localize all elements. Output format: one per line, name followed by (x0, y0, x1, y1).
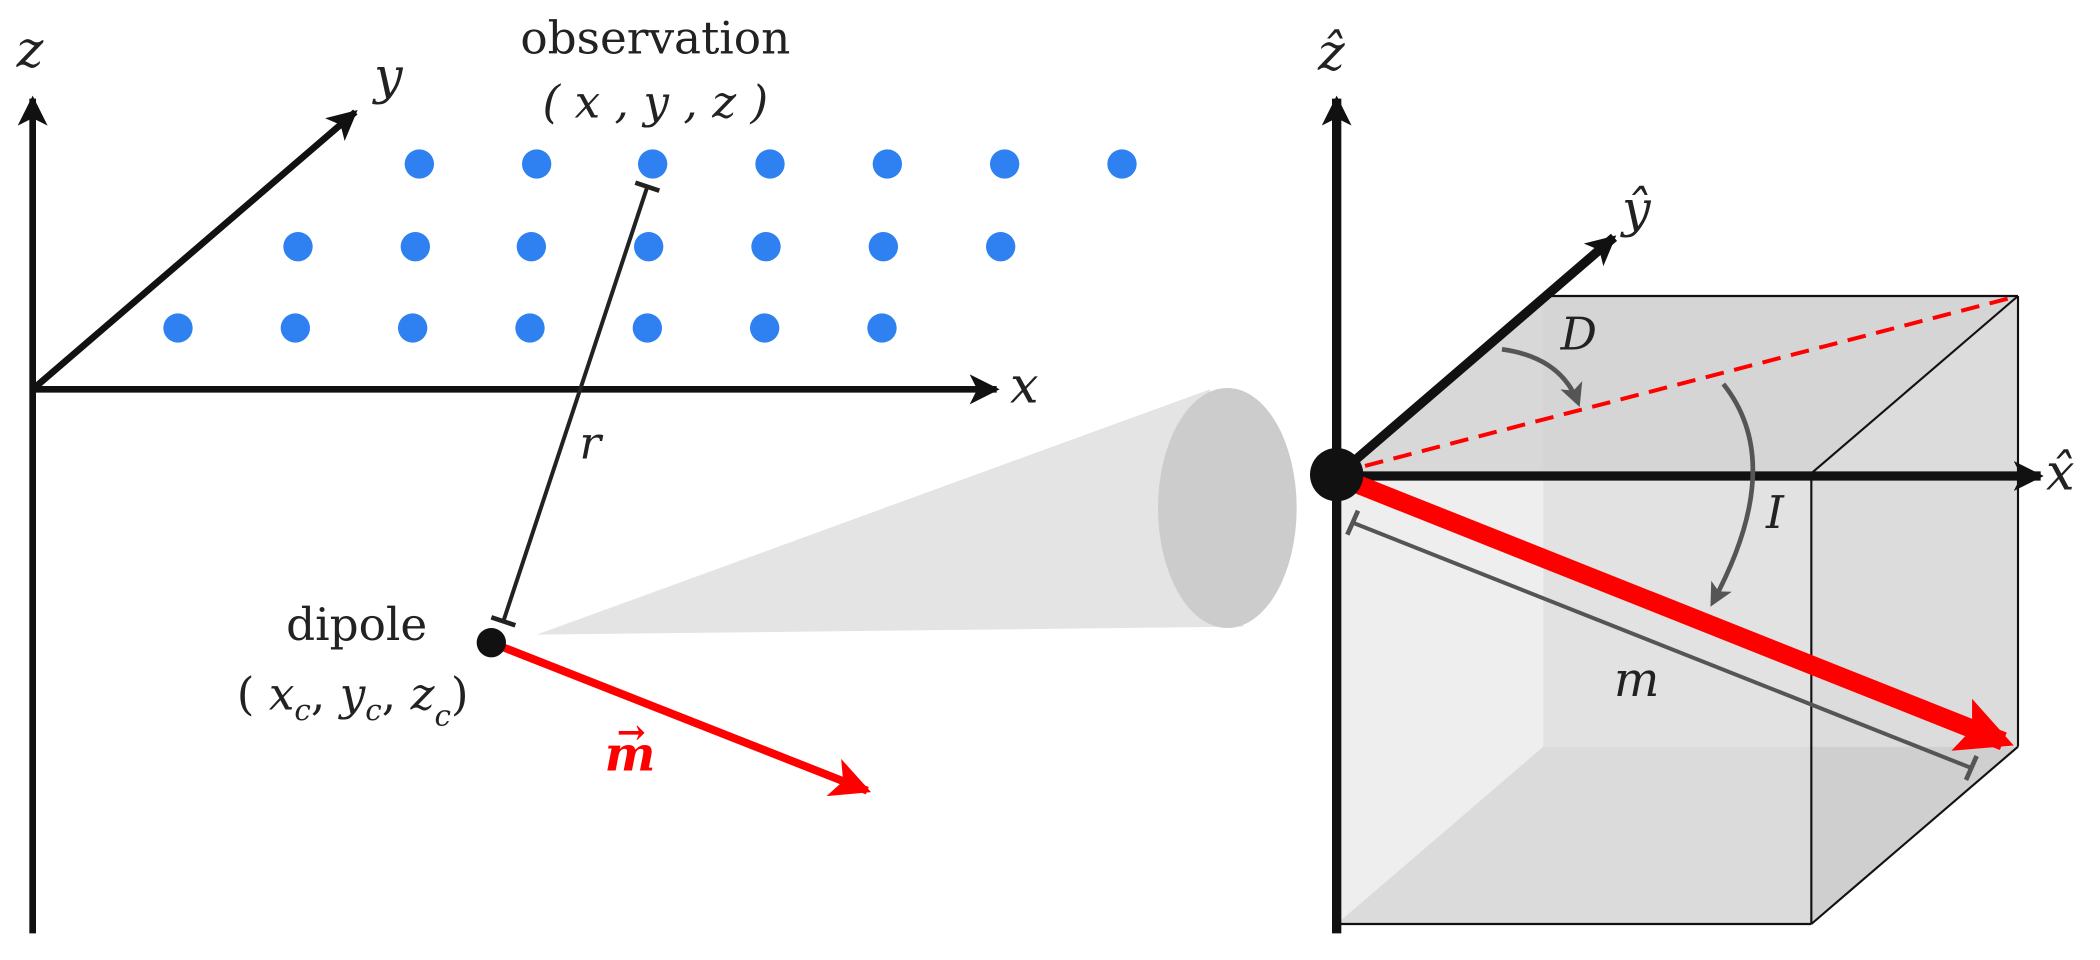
right-panel: ẑ ŷ x̂ m D I (1310, 22, 2075, 934)
declination-label: D (1560, 307, 1597, 360)
moment-vector (489, 638, 872, 797)
distance-cap-bottom (490, 615, 517, 628)
horizontal-projection-line (1336, 294, 2019, 476)
moment-vector-3d (1333, 467, 2014, 751)
magnitude-bracket-cap-end (1963, 755, 1979, 781)
dipole-coords-sep1: , (311, 667, 325, 720)
observation-point (163, 313, 193, 343)
magnitude-label: m (1614, 652, 1660, 708)
y-hat-label: ŷ (1620, 180, 1652, 239)
cube-edges (1336, 294, 2020, 926)
z-axis-label: z (16, 20, 44, 79)
cube-front-face (1336, 473, 1812, 924)
dipole-title: dipole (286, 598, 427, 651)
origin-point (1310, 448, 1364, 502)
observation-point (986, 232, 1016, 262)
observation-point (1107, 149, 1137, 179)
y-axis (30, 109, 358, 392)
observation-coords: ( x , y , z ) (542, 75, 768, 128)
left-panel: z y x observation ( (16, 11, 1297, 934)
declination-arrow (1501, 347, 1583, 408)
dipole-coords-z: z (410, 667, 436, 720)
distance-label: r (579, 417, 603, 470)
magnitude-bracket-cap-start (1345, 509, 1361, 536)
inclination-arrow (1710, 382, 1756, 607)
observation-point (522, 149, 552, 179)
observation-point (872, 149, 902, 179)
observation-point (867, 313, 897, 343)
dipole-coords: ( xc, yc, zc) (237, 667, 469, 732)
y-axis-label: y (372, 46, 404, 105)
dipole-coords-open: ( (237, 667, 255, 720)
dipole-point (476, 628, 506, 658)
z-hat-label: ẑ (1317, 22, 1345, 81)
observation-point (750, 313, 780, 343)
observation-point (632, 313, 662, 343)
inclination-label: I (1765, 486, 1785, 539)
dipole-coords-zsub: c (434, 698, 450, 732)
y-hat-axis (1333, 233, 1618, 480)
observation-point (990, 149, 1020, 179)
x-hat-label: x̂ (2046, 442, 2075, 501)
moment-arrow-accent: → (617, 712, 646, 753)
magnitude-bracket-line (1351, 520, 1973, 770)
distance-cap-top (634, 180, 661, 193)
observation-point (516, 232, 546, 262)
observation-point (751, 232, 781, 262)
zoom-cone-face (1158, 388, 1297, 628)
dipole-coords-y: y (338, 667, 367, 720)
observation-point (638, 149, 668, 179)
observation-point (283, 232, 313, 262)
observation-point (280, 313, 310, 343)
observation-point (868, 232, 898, 262)
dipole-coords-x: x (269, 667, 295, 720)
observation-point (404, 149, 434, 179)
observation-points (163, 149, 1137, 343)
dipole-coords-ysub: c (365, 693, 381, 727)
dipole-coords-xsub: c (294, 693, 310, 727)
zoom-cone (536, 389, 1244, 635)
dipole-coords-close: ) (451, 667, 469, 720)
observation-title: observation (520, 11, 790, 64)
dipole-coords-sep2: , (382, 667, 396, 720)
x-axis-label: x (1010, 356, 1039, 415)
cube-bottom-face (1336, 746, 2018, 924)
observation-point (398, 313, 428, 343)
observation-point (400, 232, 430, 262)
distance-line (501, 186, 650, 622)
observation-point (515, 313, 545, 343)
observation-point (755, 149, 785, 179)
moment-label: m (605, 727, 656, 783)
observation-point (634, 232, 664, 262)
